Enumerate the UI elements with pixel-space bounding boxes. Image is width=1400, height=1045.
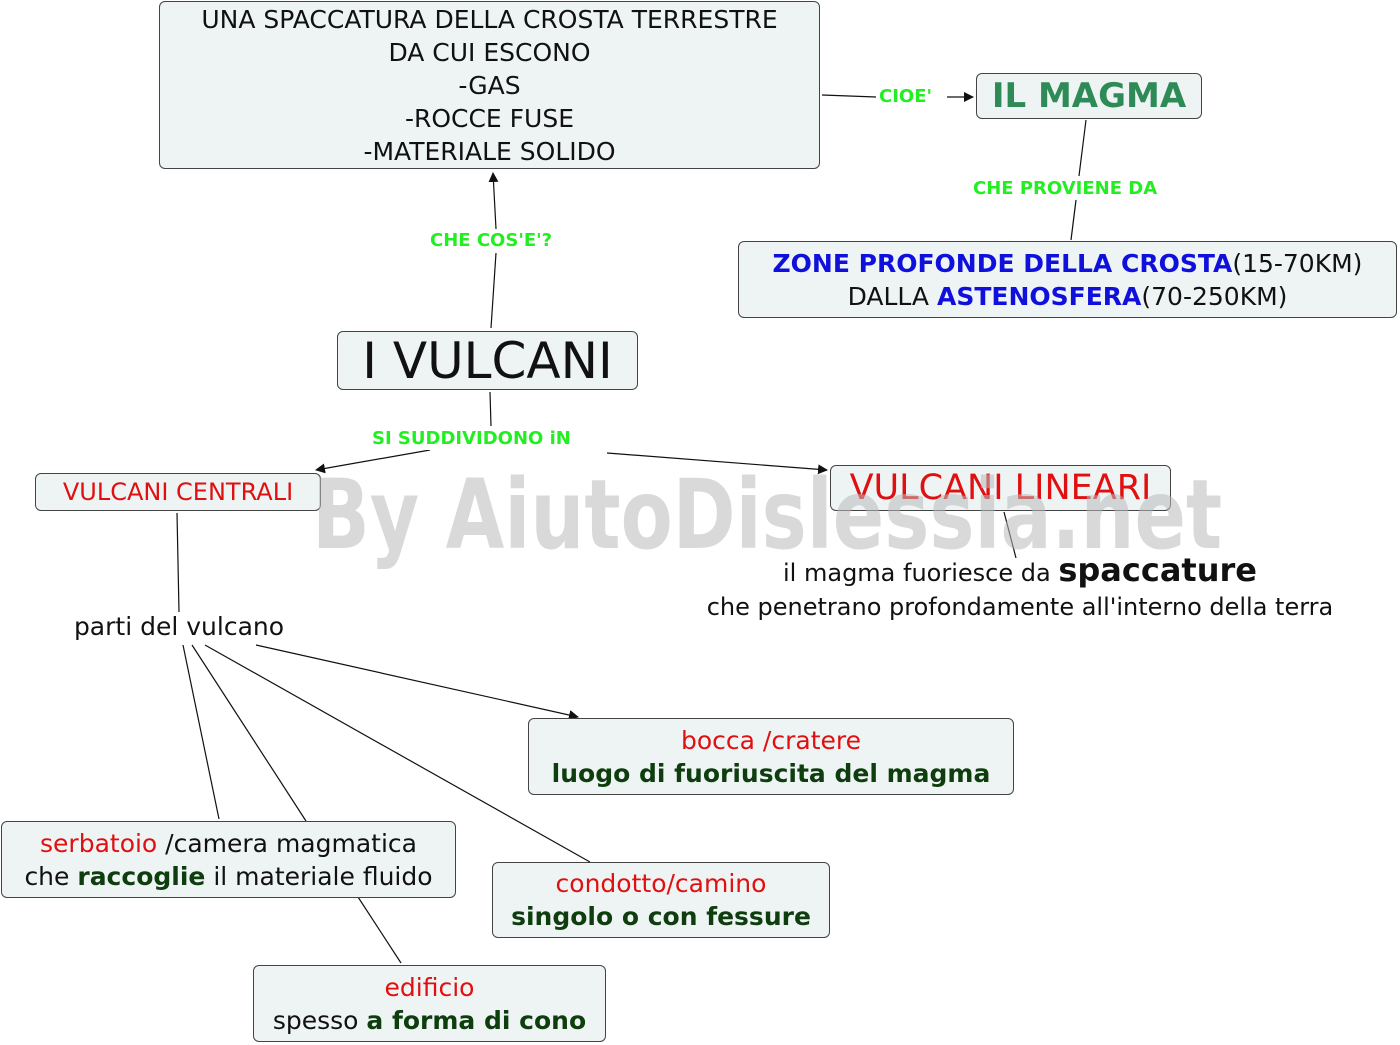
connector-parti-condotto: [204, 644, 591, 863]
definition-line-4: -ROCCE FUSE: [404, 103, 575, 133]
definition-line-1: UNA SPACCATURA DELLA CROSTA TERRESTRE: [201, 4, 778, 34]
edificio-desc-bold: a forma di cono: [366, 1005, 587, 1035]
serbatoio-line-1: serbatoio /camera magmatica: [40, 827, 417, 860]
edificio-line-2: spesso a forma di cono: [273, 1004, 586, 1037]
connector-parti-bocca: [255, 644, 579, 720]
lineari-desc-prefix: il magma fuoriesce da: [783, 559, 1059, 587]
zone-asthenosphere-label: ASTENOSFERA: [936, 281, 1142, 311]
connector-suddividono-centrali: [315, 449, 431, 474]
edificio-title: edificio: [384, 972, 475, 1002]
link-label-che-cose: CHE COS'E'?: [427, 230, 556, 252]
edificio-desc-prefix: spesso: [272, 1005, 367, 1035]
serbatoio-title-rest: /camera magmatica: [157, 828, 417, 858]
bocca-node: bocca /cratere luogo di fuoriuscita del …: [528, 718, 1014, 795]
serbatoio-node: serbatoio /camera magmatica che raccogli…: [1, 821, 456, 898]
vulcani-main-title: I VULCANI: [362, 331, 613, 390]
condotto-node: condotto/camino singolo o con fessure: [492, 862, 830, 938]
lineari-desc-bold: spaccature: [1058, 551, 1257, 589]
zone-line-1: ZONE PROFONDE DELLA CROSTA(15-70KM): [773, 247, 1363, 280]
connector-vulcani-suddividono: [489, 391, 492, 427]
vulcani-centrali-node: VULCANI CENTRALI: [35, 473, 321, 511]
serbatoio-title: serbatoio: [40, 828, 158, 858]
connector-parti-serbatoio-b: [191, 644, 307, 822]
bocca-description: luogo di fuoriuscita del magma: [551, 758, 991, 788]
serbatoio-line-2: che raccoglie il materiale fluido: [24, 860, 432, 893]
parti-del-vulcano-label: parti del vulcano: [73, 612, 285, 641]
connector-serbatoio-edificio: [357, 896, 402, 964]
definition-line-5: -MATERIALE SOLIDO: [363, 136, 616, 166]
serbatoio-desc-prefix: che: [24, 861, 78, 891]
link-label-che-proviene-da: CHE PROVIENE DA: [970, 178, 1161, 200]
connector-parti-serbatoio-a: [182, 644, 220, 820]
edificio-node: edificio spesso a forma di cono: [253, 965, 606, 1042]
serbatoio-desc-suffix: il materiale fluido: [205, 861, 433, 891]
lineari-description-line-2: che penetrano profondamente all'interno …: [706, 593, 1334, 621]
connector-lineari-desc: [1003, 511, 1017, 559]
serbatoio-desc-bold: raccoglie: [77, 861, 206, 891]
zone-from-label: DALLA: [847, 281, 937, 311]
vulcani-centrali-title: VULCANI CENTRALI: [62, 478, 294, 506]
definition-line-2: DA CUI ESCONO: [388, 37, 591, 67]
zone-crust-range: (15-70KM): [1232, 248, 1363, 278]
zone-node: ZONE PROFONDE DELLA CROSTA(15-70KM) DALL…: [738, 241, 1397, 318]
definition-node: UNA SPACCATURA DELLA CROSTA TERRESTRE DA…: [159, 1, 820, 169]
condotto-description: singolo o con fessure: [511, 902, 811, 931]
vulcani-lineari-node: VULCANI LINEARI: [830, 465, 1171, 511]
link-label-cioe: CIOE': [876, 86, 936, 108]
magma-title: IL MAGMA: [991, 76, 1187, 116]
connector-magma-proviene: [1078, 119, 1087, 177]
connector-vulcani-checose: [490, 252, 497, 329]
connector-proviene-zone: [1070, 199, 1077, 241]
connector-suddividono-lineari: [606, 452, 828, 475]
connector-checose-definition: [488, 172, 499, 230]
zone-asthenosphere-range: (70-250KM): [1141, 281, 1288, 311]
lineari-description: il magma fuoriesce da spaccature che pen…: [660, 553, 1380, 624]
connector-centrali-parti: [176, 512, 180, 613]
zone-crust-label: ZONE PROFONDE DELLA CROSTA: [772, 248, 1233, 278]
vulcani-lineari-title: VULCANI LINEARI: [849, 468, 1152, 508]
zone-line-2: DALLA ASTENOSFERA(70-250KM): [848, 280, 1288, 313]
connector-definition-cioe: [821, 94, 877, 98]
link-label-si-suddividono-in: SI SUDDIVIDONO iN: [369, 428, 574, 450]
definition-line-3: -GAS: [458, 70, 521, 100]
vulcani-main-node: I VULCANI: [337, 331, 638, 390]
lineari-description-line-1: il magma fuoriesce da spaccature: [660, 553, 1380, 590]
bocca-title: bocca /cratere: [681, 725, 861, 755]
magma-node: IL MAGMA: [976, 73, 1202, 119]
condotto-title: condotto/camino: [555, 869, 767, 898]
